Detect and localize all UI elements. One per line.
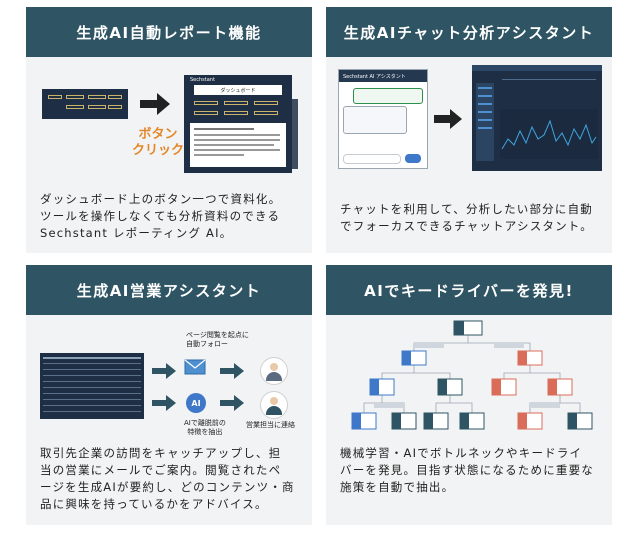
card-sales-assistant: 生成AI営業アシスタント ページ閲覧を起点に 自動フォロー AI	[26, 265, 312, 525]
chat-window-title: Sechstant AI アシスタント	[343, 73, 406, 80]
arrow-right-icon	[220, 395, 244, 411]
card-chat-assistant: 生成AIチャット分析アシスタント Sechstant AI アシスタント	[326, 7, 612, 253]
chat-assistant-illustration: Sechstant AI アシスタント	[334, 57, 604, 187]
card-description: 取引先企業の訪問をキャッチアップし、担 当の営業にメールでご案内。閲覧されたペ …	[40, 446, 295, 511]
card-auto-report: 生成AI自動レポート機能 ボタン クリック Sechstant ダッシュボード	[26, 7, 312, 253]
arrow-right-icon	[152, 395, 176, 411]
send-button[interactable]	[405, 154, 421, 163]
report-text-block	[190, 123, 286, 167]
button-click-label: ボタン クリック	[131, 127, 184, 158]
customer-person-icon	[260, 357, 288, 385]
card-description: 機械学習・AIでボトルネックやキードライ バーを発見。目指す状態になるために重要…	[340, 446, 594, 494]
bar-chart-icon	[500, 109, 598, 159]
ai-badge-icon: AI	[186, 393, 206, 413]
chat-window: Sechstant AI アシスタント	[338, 69, 428, 169]
analysis-dashboard	[472, 65, 602, 171]
contact-sales-label: 営業担当に連絡	[246, 421, 295, 429]
card-key-driver: AIでキードライバーを発見!	[326, 265, 612, 525]
sales-assistant-illustration: ページ閲覧を起点に 自動フォロー AI AIで離脱前の 特徴を抽出 営業担当に連…	[34, 315, 304, 445]
visit-log-table	[40, 353, 144, 419]
card-title: 生成AIチャット分析アシスタント	[326, 7, 612, 57]
sales-person-icon	[260, 391, 288, 419]
arrow-right-icon	[434, 109, 462, 129]
churn-feature-label: AIで離脱前の 特徴を抽出	[184, 419, 226, 436]
arrow-right-icon	[140, 93, 170, 115]
card-description: チャットを利用して、分析したい部分に自動 でフォーカスできるチャットアシスタント…	[340, 202, 593, 233]
followup-label: ページ閲覧を起点に 自動フォロー	[186, 331, 249, 348]
card-title: 生成AI自動レポート機能	[26, 7, 312, 57]
decision-tree-diagram	[351, 320, 593, 430]
card-title: AIでキードライバーを発見!	[326, 265, 612, 315]
panel-brand: Sechstant	[190, 77, 215, 83]
mini-dashboard	[42, 89, 128, 119]
arrow-right-icon	[152, 363, 176, 379]
auto-report-illustration: ボタン クリック Sechstant ダッシュボード	[34, 57, 304, 187]
card-description: ダッシュボード上のボタン一つで資料化。 ツールを操作しなくても分析資料のできる …	[40, 192, 282, 240]
dashboard-label: ダッシュボード	[220, 87, 256, 94]
arrow-right-icon	[220, 363, 244, 379]
dashboard-panel: Sechstant ダッシュボード	[184, 75, 292, 173]
decision-tree-illustration	[334, 315, 604, 445]
card-title: 生成AI営業アシスタント	[26, 265, 312, 315]
mail-icon	[184, 359, 206, 375]
